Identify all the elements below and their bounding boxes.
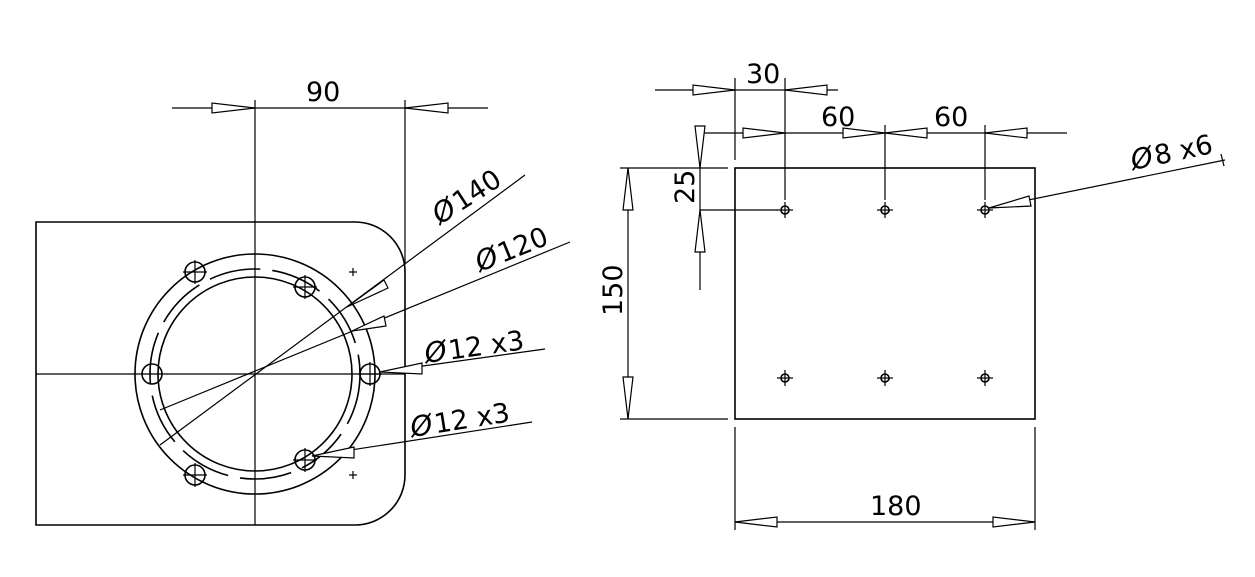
dim-holes-lower: Ø 12 x3 [407,398,512,444]
side-view: 30 60 60 25 150 [598,59,1226,530]
dim-180-label: 180 [870,491,922,522]
small-hole [877,202,893,218]
dim-90: 90 [172,77,488,265]
dim-150: 150 [598,167,728,420]
plus-markers [349,268,357,479]
dim-holes-upper-label: 12 x3 [446,325,526,366]
dim-120-label: 120 [493,221,552,269]
dim-60-60: 60 60 [700,102,1067,139]
dim-holes-lower-label: 12 x3 [432,398,512,441]
small-hole [977,202,993,218]
dim-150-label: 150 [598,264,629,316]
small-holes [777,202,993,386]
hole-left [141,363,163,385]
dim-140: Ø 140 [425,164,507,232]
dim-180: 180 [734,427,1036,530]
dim-60-first-label: 60 [821,102,855,133]
dim-25-label: 25 [670,170,701,204]
dim-small-holes-label: 8 x6 [1151,129,1215,172]
plate-outline [35,221,406,526]
small-hole [777,370,793,386]
dim-90-label: 90 [306,77,340,108]
dim-holes-lower-symbol: Ø [407,408,436,444]
dim-25: 25 [670,125,778,290]
dim-120: Ø 120 [469,221,552,278]
dim-60-second-label: 60 [934,102,968,133]
small-hole [977,370,993,386]
bolt-holes [141,260,382,487]
front-view: 90 Ø 140 Ø 120 Ø 12 x3 Ø 12 x3 [35,77,571,526]
small-hole [877,370,893,386]
dim-30: 30 [655,59,838,96]
dim-holes-upper: Ø 12 x3 [421,325,526,370]
dim-holes-upper-symbol: Ø [421,334,449,370]
inner-diameter-circle [157,276,353,472]
small-hole [777,202,793,218]
diameter-leaders [159,174,571,459]
dim-30-label: 30 [746,59,780,90]
